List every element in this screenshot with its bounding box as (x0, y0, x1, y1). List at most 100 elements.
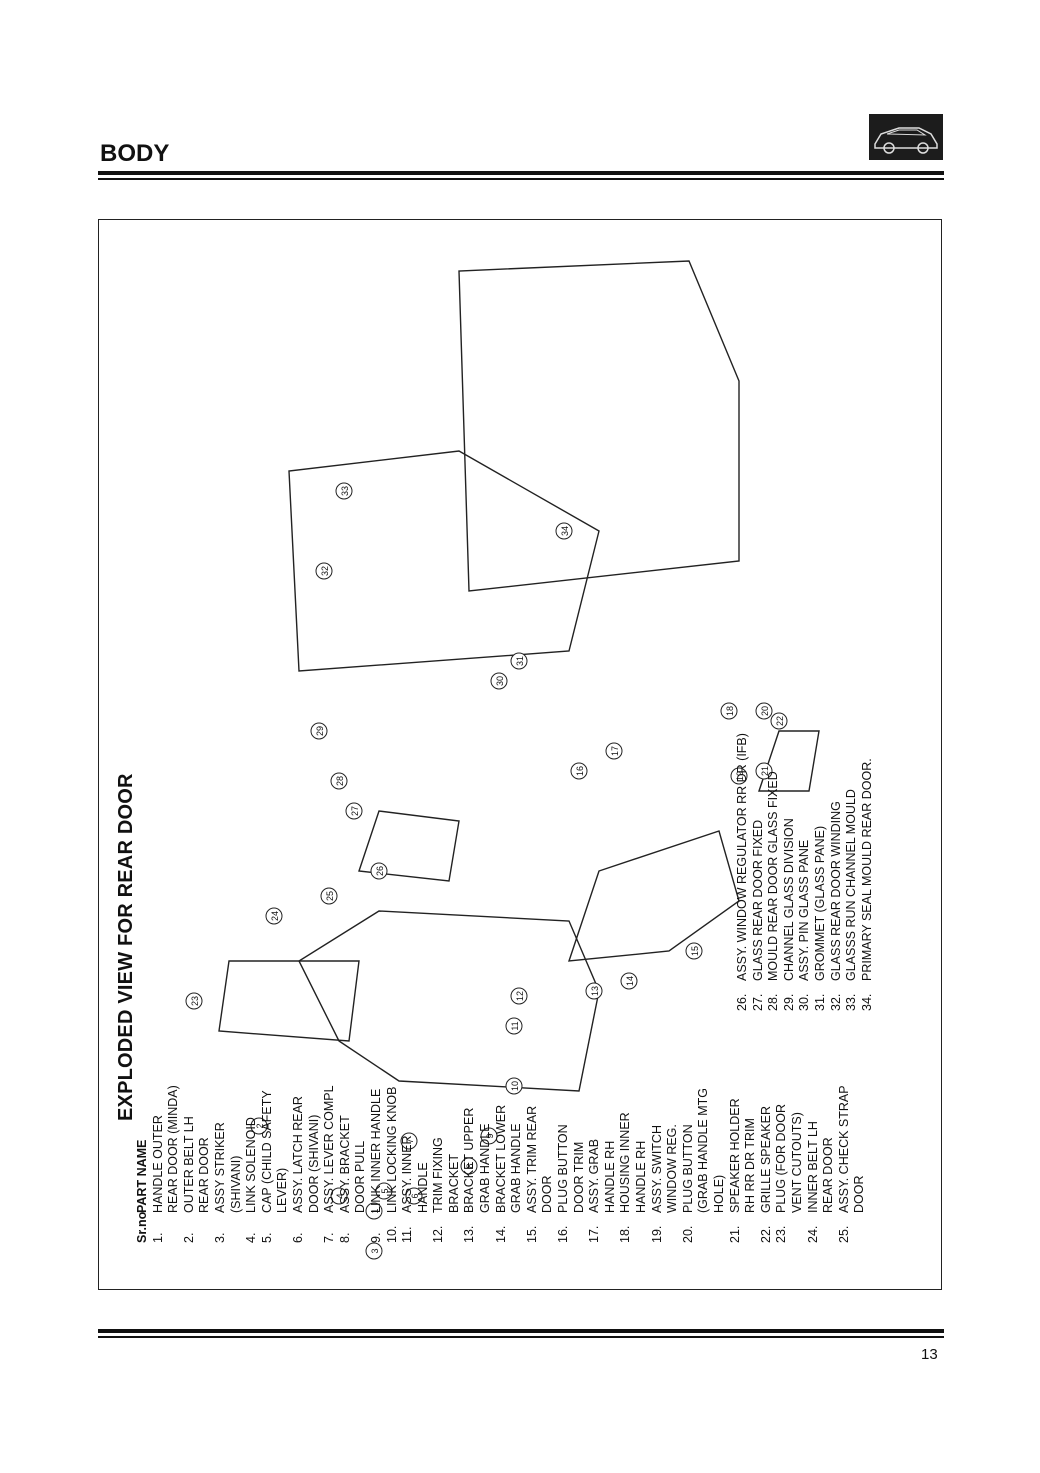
part-number (166, 1213, 182, 1243)
part-number: 19. (649, 1225, 664, 1243)
glass-pane-shape (288, 450, 600, 672)
parts-table-row: 16. PLUG BUTTON DOOR TRIM (556, 1013, 587, 1243)
part-name: PLUG BUTTON DOOR TRIM (556, 1124, 586, 1213)
callout-circle-8 (460, 1157, 478, 1175)
speaker-shape (758, 730, 820, 792)
part-name: OUTER BELT LH REAR DOOR (181, 1116, 212, 1213)
parts-table-header: Sr.no PART NAME (135, 1013, 151, 1243)
callout-label-2: 2 (255, 1123, 265, 1128)
parts-table-row: 9.LINK INNER HANDLE (369, 1013, 385, 1243)
parts-table-row: 30.ASSY. PIN GLASS PANE (797, 571, 813, 1011)
parts-table-row: 18. HOUSING INNER HANDLE RH (618, 1013, 649, 1243)
callout-label-8: 8 (465, 1163, 475, 1168)
part-name: HANDLE OUTER (150, 1115, 165, 1213)
parts-table-row: 10.LINK LOCKING KNOB (385, 1013, 401, 1243)
part-number: 17. (587, 1225, 602, 1243)
parts-table-row: 27.GLASS REAR DOOR FIXED (751, 571, 767, 1011)
callout-circle-22 (770, 712, 788, 730)
page-number: 13 (921, 1346, 938, 1363)
parts-table-row: 23.PLUG (FOR DOOR VENT CUTOUTS) (774, 1013, 805, 1243)
callout-label-19: 19 (735, 771, 745, 781)
parts-table-col2: 26.ASSY. WINDOW REGULATOR RR DR (IFB)27.… (735, 571, 875, 1011)
parts-table-row: 3.ASSY STRIKER (SHIVANI) (213, 1013, 244, 1243)
part-number: 15. (524, 1225, 539, 1243)
callout-label-12: 12 (515, 991, 525, 1001)
part-name: PLUG BUTTON (GRAB HANDLE MTG HOLE) (680, 1087, 726, 1213)
part-number: 14. (493, 1225, 508, 1243)
callout-circle-19 (730, 767, 748, 785)
callout-circle-14 (620, 972, 638, 990)
part-name: TRIM FIXING BRACKET (431, 1137, 461, 1213)
parts-table-row: 5.CAP (CHILD SAFETY LEVER) (260, 1013, 291, 1243)
part-number: 1. (150, 1232, 165, 1243)
parts-table-row: 21.SPEAKER HOLDER RH RR DR TRIM (728, 1013, 759, 1243)
part-number: 29. (781, 993, 796, 1011)
part-name: ASSY. GRAB HANDLE RH (587, 1138, 617, 1213)
part-number: 5. (259, 1232, 274, 1243)
part-number: 12. (431, 1225, 446, 1243)
callout-label-30: 30 (495, 676, 505, 686)
footer-rule (98, 1329, 944, 1333)
part-name: GLASS REAR DOOR WINDING (828, 801, 843, 981)
parts-table-row: 28.MOULD REAR DOOR GLASS FIXED (766, 571, 782, 1011)
callout-circle-30 (490, 672, 508, 690)
parts-table-row: 8.ASSY. BRACKET DOOR PULL (338, 1013, 369, 1243)
part-number: 26. (735, 993, 749, 1011)
callout-label-31: 31 (515, 656, 525, 666)
part-number: 16. (556, 1225, 571, 1243)
part-number: 10. (384, 1225, 399, 1243)
parts-table-row: 24.INNER BELT LH REAR DOOR (806, 1013, 837, 1243)
callout-circle-28 (330, 772, 348, 790)
callout-circle-16 (570, 762, 588, 780)
callout-circle-23 (185, 992, 203, 1010)
parts-table-row: 33.GLASSS RUN CHANNEL MOULD (844, 571, 860, 1011)
part-number: 22. (758, 1225, 773, 1243)
part-name: HOUSING INNER HANDLE RH (618, 1112, 648, 1213)
callout-circle-24 (265, 907, 283, 925)
parts-table-row: 31. GROMMET (GLASS PANE) (813, 571, 829, 1011)
callout-circle-32 (315, 562, 333, 580)
parts-table-row: 11.ASSY. INNER HANDLE (400, 1013, 431, 1243)
part-number: 4. (244, 1232, 259, 1243)
callout-circle-10 (505, 1077, 523, 1095)
parts-table-row: 19.ASSY. SWITCH WINDOW REG. (650, 1013, 681, 1243)
srno-header: Sr.no (135, 1211, 149, 1243)
callout-circle-25 (320, 887, 338, 905)
part-number: 25. (836, 1225, 851, 1243)
callout-circle-20 (755, 702, 773, 720)
callout-circle-4 (330, 1187, 348, 1205)
part-name: ASSY. INNER HANDLE (400, 1135, 430, 1213)
callout-label-14: 14 (625, 976, 635, 986)
parts-table-row: 34.PRIMARY SEAL MOULD REAR DOOR. (860, 571, 876, 1011)
parts-table-row: 32.GLASS REAR DOOR WINDING (829, 571, 845, 1011)
part-name: ASSY. CHECK STRAP DOOR (836, 1085, 867, 1213)
part-name: LINK SOLENOID (244, 1117, 259, 1213)
part-number: 31. (812, 993, 827, 1011)
callout-label-29: 29 (315, 726, 325, 736)
parts-table-row: 17. ASSY. GRAB HANDLE RH (587, 1013, 618, 1243)
callout-label-20: 20 (760, 706, 770, 716)
part-name: PLUG (FOR DOOR VENT CUTOUTS) (774, 1103, 804, 1213)
parts-table-row: 1. HANDLE OUTER (151, 1013, 167, 1243)
page-title: BODY (100, 140, 170, 167)
part-name-header: PART NAME (135, 1139, 149, 1213)
parts-table-row: 22.GRILLE SPEAKER (759, 1013, 775, 1243)
part-name: MOULD REAR DOOR GLASS FIXED (766, 771, 781, 981)
parts-table-row: REAR DOOR (MINDA) (166, 1013, 182, 1243)
part-number: 7. (322, 1232, 337, 1243)
part-name: GROMMET (GLASS PANE) (812, 825, 827, 981)
part-name: SPEAKER HOLDER RH RR DR TRIM (727, 1098, 758, 1213)
footer-rule-thin (98, 1336, 944, 1338)
callout-circle-12 (510, 987, 528, 1005)
part-number: 18. (618, 1225, 633, 1243)
car-logo-icon (869, 114, 943, 160)
callout-label-27: 27 (350, 806, 360, 816)
parts-table-row: 26.ASSY. WINDOW REGULATOR RR DR (IFB) (735, 571, 751, 1011)
part-number: 13. (462, 1225, 477, 1243)
callout-label-3: 3 (370, 1248, 380, 1253)
callout-label-15: 15 (690, 946, 700, 956)
callout-label-34: 34 (560, 526, 570, 536)
run-channel-shape (458, 260, 740, 592)
part-name: INNER BELT LH REAR DOOR (805, 1121, 836, 1213)
